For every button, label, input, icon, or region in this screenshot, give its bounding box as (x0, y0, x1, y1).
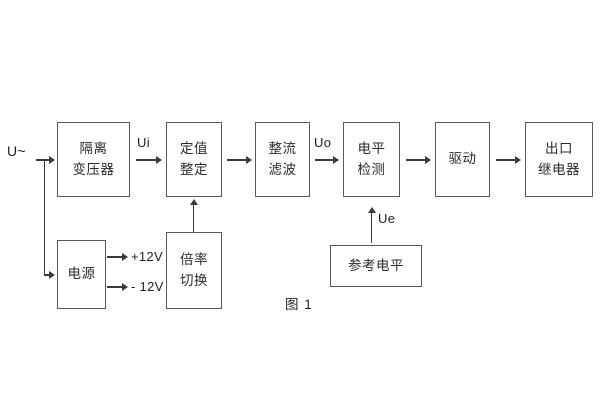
branch-to-transformer-line (44, 159, 51, 161)
block-output-relay-line1: 出口 (545, 140, 573, 156)
branch-to-power-arrow (49, 270, 55, 279)
rail-negative-label: - 12V (131, 279, 164, 294)
arrow-ratio-to-setting-head (189, 199, 198, 205)
arrow-rectify-to-level-head (333, 155, 339, 164)
arrow-level-to-drive-head (425, 155, 431, 164)
arrow-reference-to-level-head (367, 207, 376, 213)
block-drive[interactable]: 驱动 (435, 122, 490, 197)
branch-to-transformer-arrow (49, 155, 55, 164)
block-output-relay[interactable]: 出口 继电器 (525, 122, 593, 197)
arrow-transformer-to-setting-line (136, 159, 158, 161)
block-ratio-switch-line1: 倍率 (180, 251, 208, 267)
rail-positive-line (107, 256, 125, 258)
figure-caption: 图 1 (285, 297, 313, 312)
block-power-supply[interactable]: 电源 (57, 240, 106, 309)
arrow-setting-to-rectify-line (227, 159, 249, 161)
rail-negative-arrow (122, 282, 128, 291)
arrow-level-to-drive-line (406, 159, 428, 161)
signal-label-ui: Ui (137, 135, 150, 150)
block-isolation-transformer-line2: 变压器 (72, 161, 115, 177)
signal-label-ue: Ue (378, 211, 396, 226)
source-label-u-ac: U~ (7, 143, 26, 159)
block-output-relay-line2: 继电器 (538, 161, 580, 177)
block-rectify-filter[interactable]: 整流 滤波 (255, 122, 310, 197)
block-isolation-transformer-line1: 隔离 (79, 140, 108, 156)
block-reference-level-line1: 参考电平 (348, 257, 404, 273)
arrow-drive-to-relay-line (496, 159, 518, 161)
arrow-ratio-to-setting-line (193, 205, 195, 232)
arrow-drive-to-relay-head (515, 155, 521, 164)
arrow-reference-to-level-line (371, 213, 373, 243)
block-setting-value-line1: 定值 (180, 140, 208, 156)
rail-negative-line (107, 286, 125, 288)
block-setting-value-line2: 整定 (180, 161, 208, 177)
block-rectify-filter-line1: 整流 (268, 140, 297, 156)
branch-to-power-line (44, 274, 51, 276)
signal-label-uo: Uo (314, 135, 332, 150)
arrow-transformer-to-setting-head (156, 155, 162, 164)
arrow-rectify-to-level-line (315, 159, 336, 161)
source-stub-line (36, 159, 45, 161)
block-level-detect-line2: 检测 (357, 161, 386, 177)
block-rectify-filter-line2: 滤波 (268, 161, 297, 177)
block-power-supply-line1: 电源 (67, 266, 96, 282)
arrow-setting-to-rectify-head (246, 155, 252, 164)
rail-positive-arrow (122, 252, 128, 261)
block-drive-line1: 驱动 (448, 151, 477, 167)
block-reference-level[interactable]: 参考电平 (330, 245, 422, 287)
block-level-detect-line1: 电平 (357, 140, 386, 156)
block-isolation-transformer[interactable]: 隔离 变压器 (57, 122, 130, 197)
rail-positive-label: +12V (131, 249, 163, 264)
block-ratio-switch-line2: 切换 (180, 272, 208, 288)
source-bus-vertical (44, 159, 46, 276)
block-level-detect[interactable]: 电平 检测 (343, 122, 400, 197)
block-ratio-switch[interactable]: 倍率 切换 (166, 232, 222, 309)
block-setting-value[interactable]: 定值 整定 (166, 122, 222, 197)
